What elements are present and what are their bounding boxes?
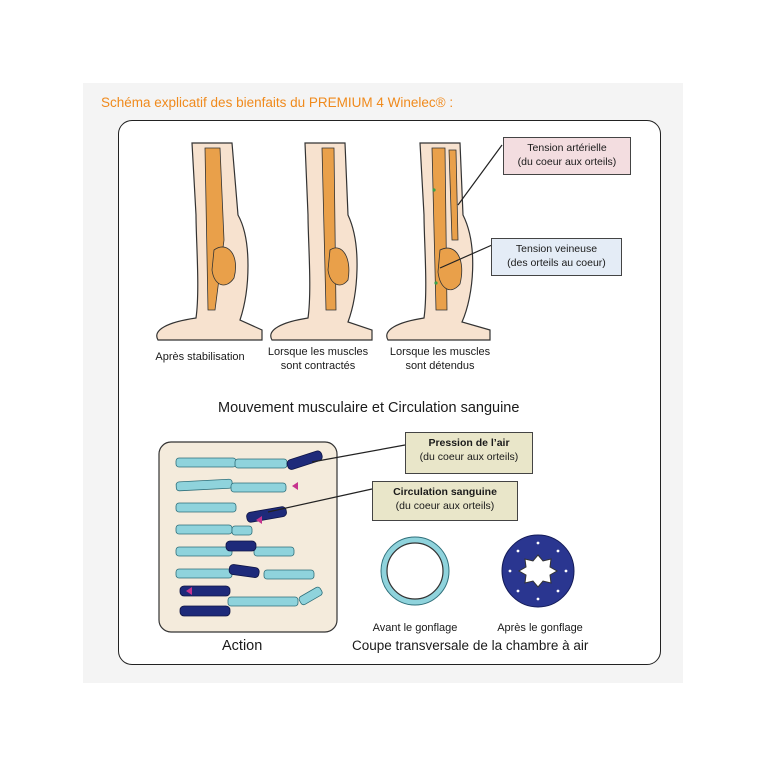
leg-illustration-2 (270, 142, 373, 341)
cross-section-before (380, 536, 450, 606)
cross-section-after (501, 534, 575, 608)
callout-blood-circulation-sub: (du coeur aux orteils) (395, 500, 495, 512)
leg-caption-2-line2: sont contractés (280, 360, 356, 372)
leg-caption-3: Lorsque les muscles sont détendus (380, 345, 500, 373)
callout-air-pressure-title: Pression de l’air (428, 437, 510, 449)
leg-illustration-3 (386, 142, 491, 341)
leg-caption-2: Lorsque les muscles sont contractés (258, 345, 378, 373)
after-inflation-label: Après le gonflage (497, 622, 583, 634)
callout-air-pressure-sub: (du coeur aux orteils) (419, 451, 519, 463)
muscle-action-panel (158, 441, 338, 633)
cross-section-caption: Coupe transversale de la chambre à air (352, 638, 589, 653)
section-title: Mouvement musculaire et Circulation sang… (218, 400, 520, 416)
callout-air-pressure: Pression de l’air (du coeur aux orteils) (405, 432, 533, 474)
callout-arterial-sub: (du coeur aux orteils) (517, 156, 617, 168)
callout-blood-circulation: Circulation sanguine (du coeur aux ortei… (372, 481, 518, 521)
callout-arterial-tension: Tension artérielle (du coeur aux orteils… (503, 137, 631, 175)
leg-caption-1-line1: Après stabilisation (155, 351, 245, 363)
leg-caption-3-line2: sont détendus (405, 360, 475, 372)
before-inflation-label: Avant le gonflage (372, 622, 458, 634)
callout-arterial-title: Tension artérielle (527, 142, 607, 154)
leg-caption-3-line1: Lorsque les muscles (389, 346, 491, 358)
leg-caption-1: Après stabilisation (140, 350, 260, 364)
callout-venous-title: Tension veineuse (515, 243, 598, 255)
leg-illustration-1 (156, 142, 263, 341)
leg-caption-2-line1: Lorsque les muscles (267, 346, 369, 358)
page-title: Schéma explicatif des bienfaits du PREMI… (101, 95, 454, 110)
action-label: Action (222, 638, 263, 654)
callout-blood-circulation-title: Circulation sanguine (393, 486, 497, 498)
callout-venous-sub: (des orteils au coeur) (507, 257, 606, 269)
callout-venous-tension: Tension veineuse (des orteils au coeur) (491, 238, 622, 276)
